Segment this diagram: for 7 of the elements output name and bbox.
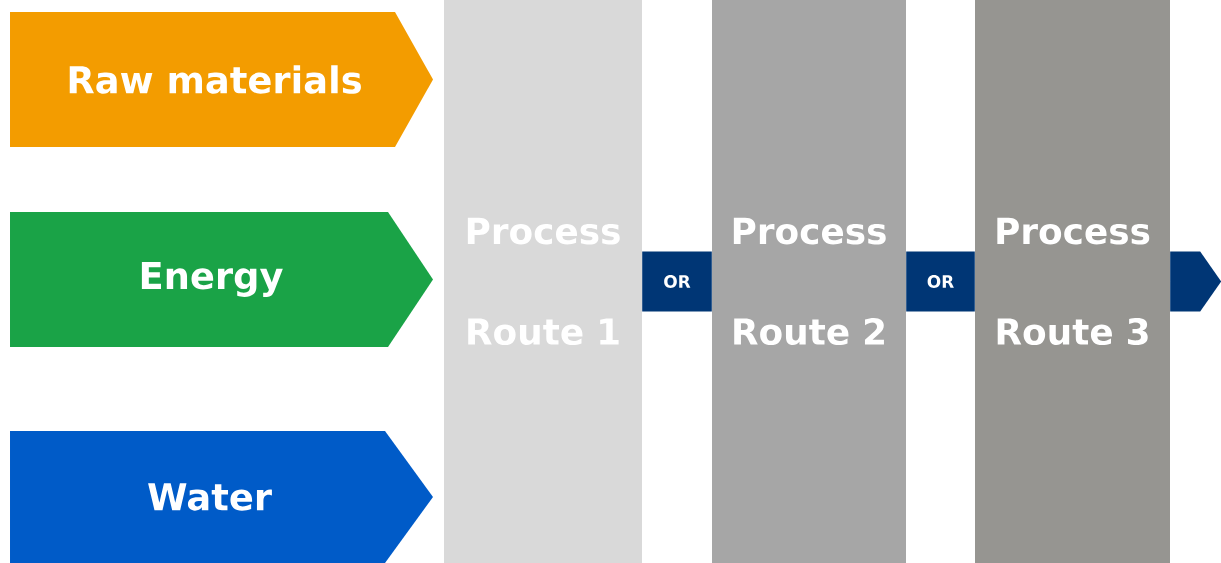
connector-bar <box>906 251 975 312</box>
process-column: Process Route 3 <box>975 0 1170 563</box>
edge-label: OR <box>664 275 691 288</box>
process-column: Process Route 2 <box>712 0 906 563</box>
arrow <box>1170 251 1221 312</box>
connector-bar <box>642 251 712 312</box>
edge-label: OR <box>927 275 954 288</box>
